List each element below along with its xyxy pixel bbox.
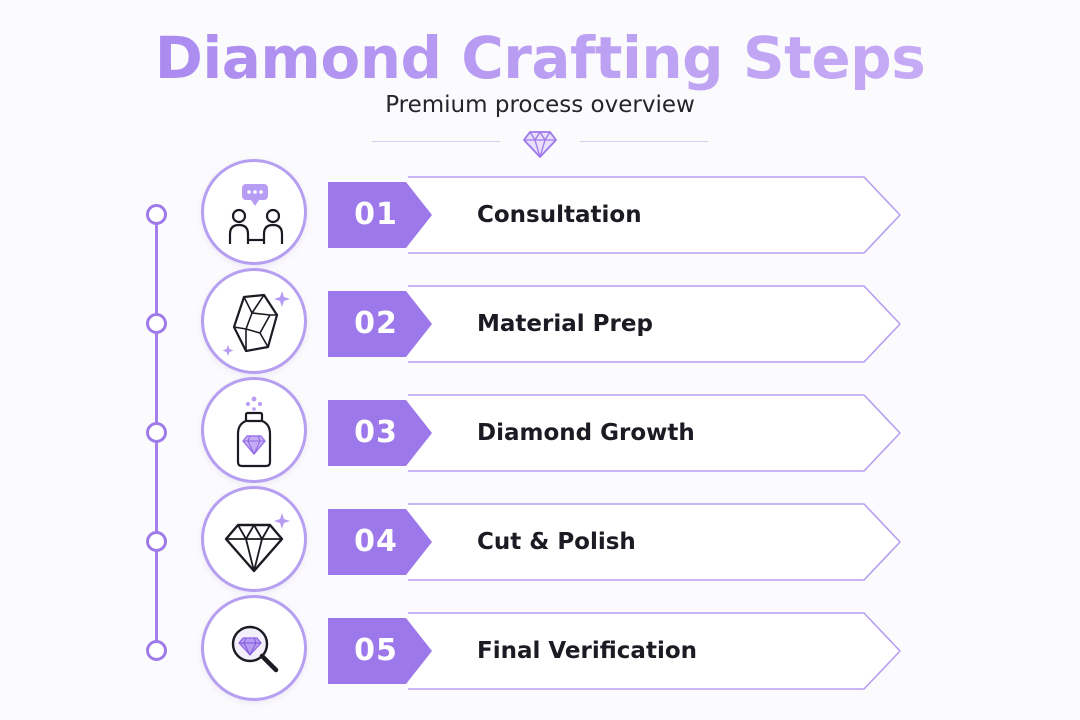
step-label: Final Verification bbox=[477, 638, 698, 664]
timeline-dot bbox=[146, 313, 167, 334]
cut-diamond-icon bbox=[224, 513, 290, 573]
growth-jar-icon bbox=[236, 396, 272, 468]
step-label: Consultation bbox=[477, 202, 642, 228]
timeline-dot bbox=[146, 204, 167, 225]
icon-badge bbox=[201, 268, 307, 374]
icon-badge bbox=[201, 159, 307, 265]
page-subtitle: Premium process overview bbox=[385, 92, 695, 118]
step-label: Cut & Polish bbox=[477, 529, 636, 555]
magnifier-diamond-icon bbox=[231, 625, 279, 673]
timeline-dot bbox=[146, 531, 167, 552]
icon-badge bbox=[201, 377, 307, 483]
number-tag bbox=[328, 509, 432, 575]
step-banner bbox=[408, 394, 901, 472]
icon-badge bbox=[201, 486, 307, 592]
step-number: 05 bbox=[354, 633, 398, 668]
timeline-dot bbox=[146, 640, 167, 661]
number-tag bbox=[328, 291, 432, 357]
page-title: Diamond Crafting Steps bbox=[0, 22, 1080, 94]
step-number: 04 bbox=[354, 524, 398, 559]
step-3: 03 Diamond Growth bbox=[0, 377, 1080, 487]
step-banner bbox=[408, 612, 901, 690]
step-banner bbox=[408, 176, 901, 254]
number-tag bbox=[328, 618, 432, 684]
step-label: Diamond Growth bbox=[477, 420, 695, 446]
step-number: 02 bbox=[354, 306, 398, 341]
number-tag bbox=[328, 182, 432, 248]
step-5: 05 Final Verification bbox=[0, 595, 1080, 705]
number-tag bbox=[328, 400, 432, 466]
step-banner bbox=[408, 503, 901, 581]
step-2: 02 Material Prep bbox=[0, 268, 1080, 378]
step-banner bbox=[408, 285, 901, 363]
consultation-icon bbox=[228, 184, 284, 244]
diamond-icon bbox=[523, 131, 557, 158]
icon-badge bbox=[201, 595, 307, 701]
step-number: 01 bbox=[354, 197, 398, 232]
divider-right bbox=[580, 141, 708, 142]
raw-crystal-icon bbox=[222, 291, 290, 356]
timeline-dot bbox=[146, 422, 167, 443]
divider-left bbox=[372, 141, 500, 142]
step-number: 03 bbox=[354, 415, 398, 450]
step-label: Material Prep bbox=[477, 311, 653, 337]
step-4: 04 Cut & Polish bbox=[0, 486, 1080, 596]
step-1: 01 Consultation bbox=[0, 159, 1080, 269]
